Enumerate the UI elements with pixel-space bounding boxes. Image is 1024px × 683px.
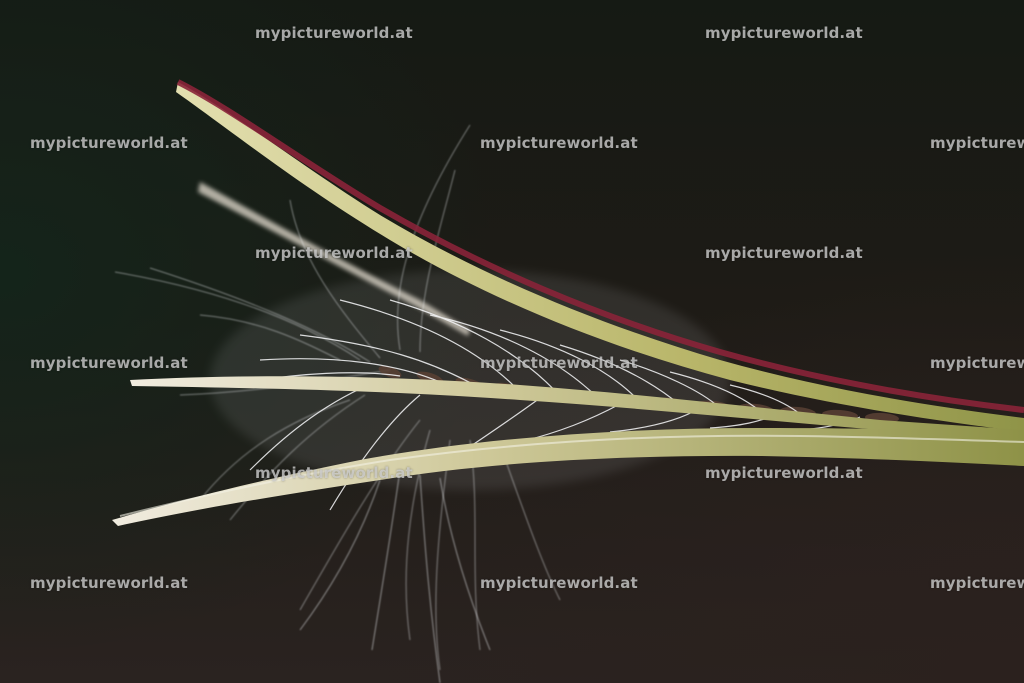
watermark: mypictureworld.at — [30, 134, 188, 152]
watermark: mypictureworld.at — [930, 574, 1024, 592]
pod-valve-lower-highlight — [119, 434, 1024, 517]
pod-valve-lower — [112, 428, 1024, 526]
watermark: mypictureworld.at — [705, 464, 863, 482]
watermark: mypictureworld.at — [255, 244, 413, 262]
pod-valve-middle — [130, 376, 1024, 438]
watermark: mypictureworld.at — [255, 24, 413, 42]
watermark: mypictureworld.at — [930, 134, 1024, 152]
watermark: mypictureworld.at — [480, 134, 638, 152]
pod-valve-upper-edge — [176, 79, 1024, 413]
watermark: mypictureworld.at — [705, 24, 863, 42]
watermark: mypictureworld.at — [705, 244, 863, 262]
watermark: mypictureworld.at — [255, 464, 413, 482]
watermark: mypictureworld.at — [930, 354, 1024, 372]
watermark: mypictureworld.at — [30, 574, 188, 592]
watermark: mypictureworld.at — [30, 354, 188, 372]
pod-valve-back — [198, 182, 470, 336]
seed-hairs-lower — [299, 469, 491, 683]
watermark: mypictureworld.at — [480, 574, 638, 592]
watermark: mypictureworld.at — [480, 354, 638, 372]
